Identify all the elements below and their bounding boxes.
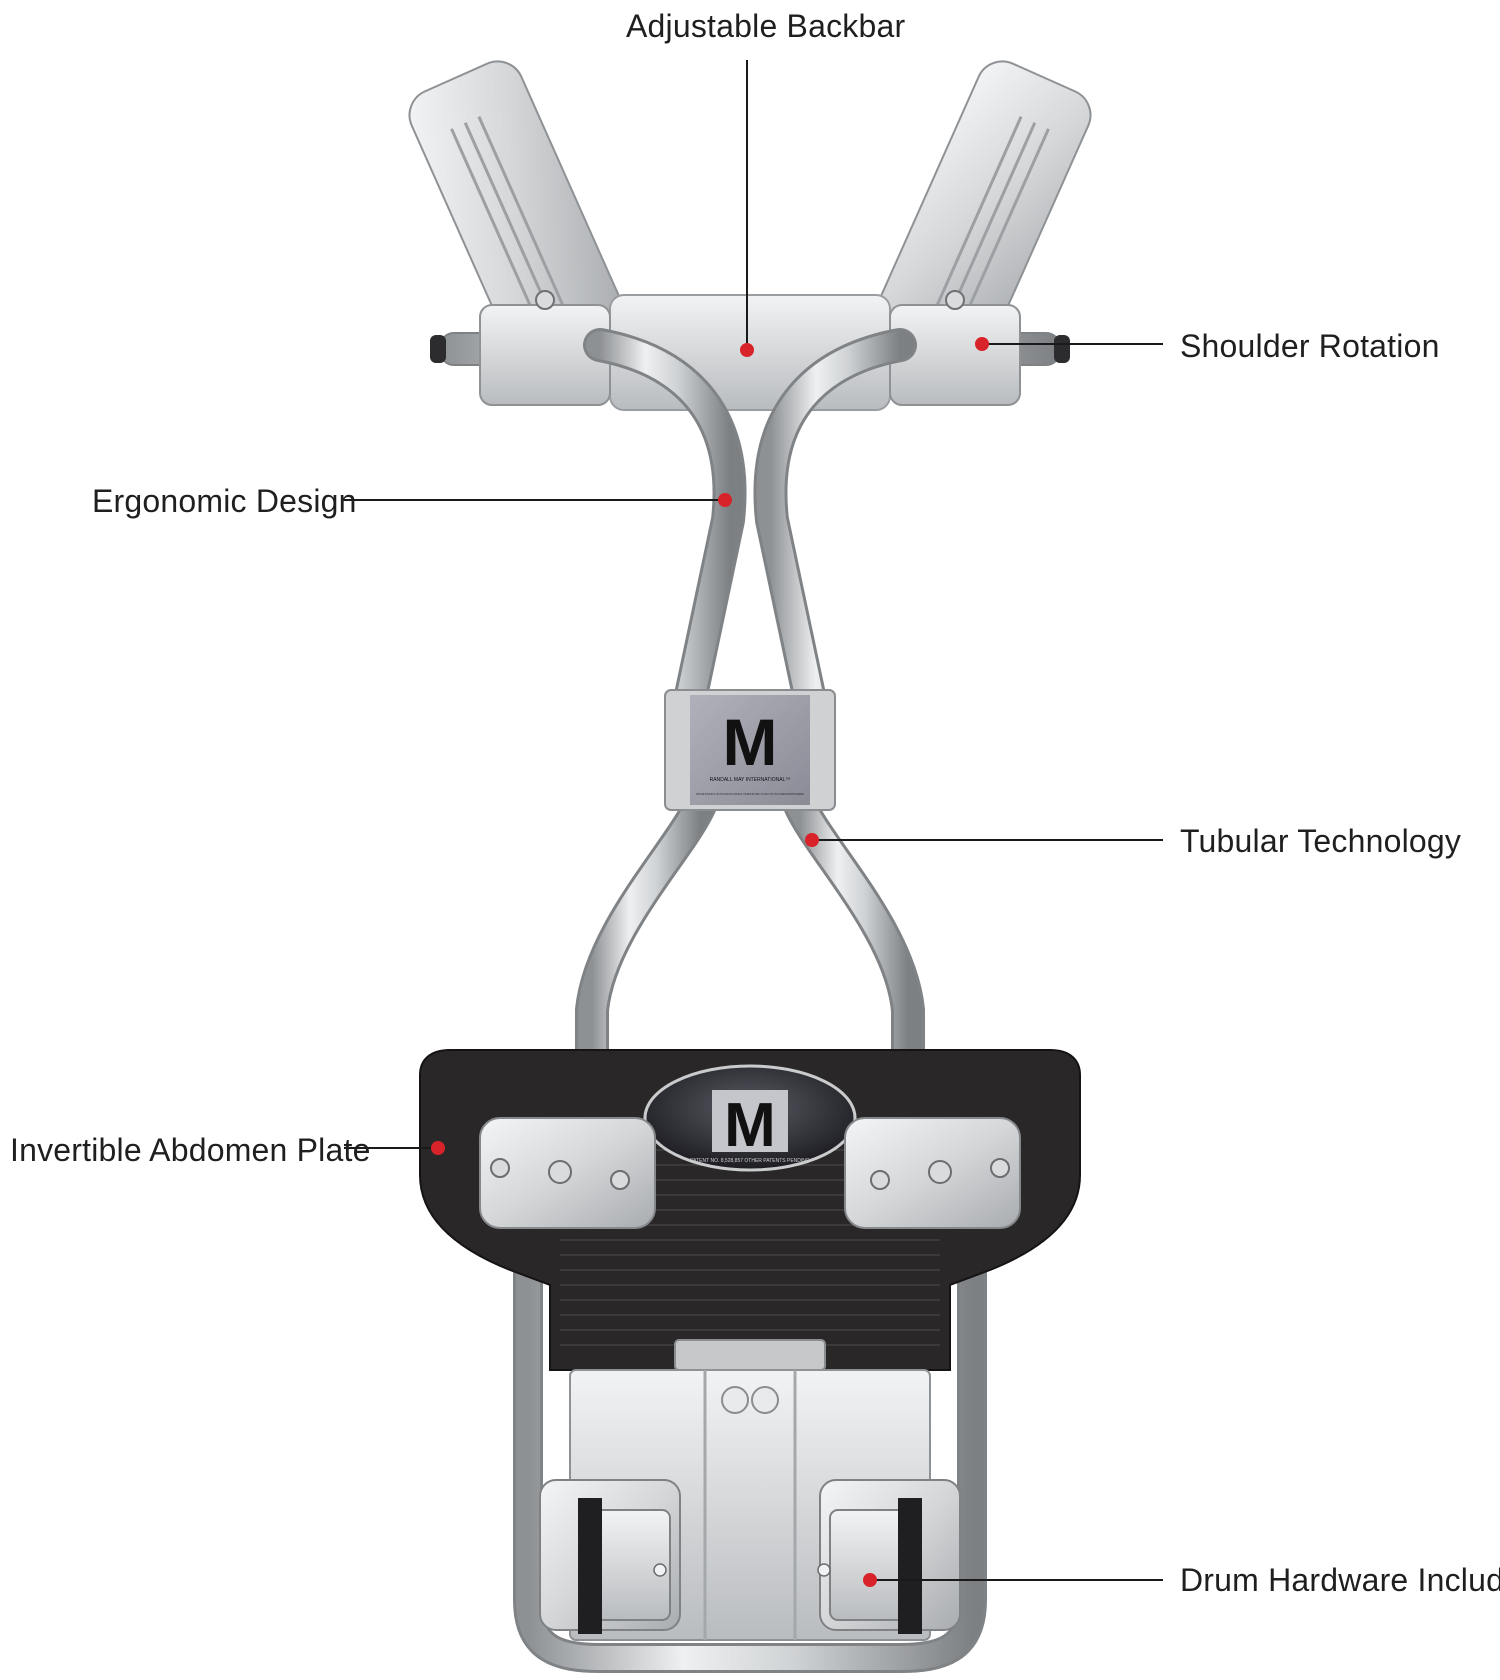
badge-patent-text: 5,857,482 5,505,357 6,170,730 6,323,407 … <box>696 792 804 796</box>
label-tubular-technology: Tubular Technology <box>1180 823 1462 859</box>
badge-brand-text: RANDALL MAY INTERNATIONAL™ <box>710 777 791 783</box>
badge-logo-letter: M <box>723 705 778 779</box>
callout-tubular <box>805 833 1163 847</box>
callout-dot-drum <box>863 1573 877 1587</box>
callout-shoulder <box>975 337 1163 351</box>
plate-logo-letter: M <box>724 1091 776 1160</box>
callout-dot-backbar <box>740 343 754 357</box>
label-ergonomic-design: Ergonomic Design <box>92 483 357 519</box>
callout-dot-abdomen <box>431 1141 445 1155</box>
callout-abdomen <box>344 1141 445 1155</box>
callout-dot-ergo <box>718 493 732 507</box>
callout-backbar <box>740 60 754 357</box>
frame-tubes <box>513 328 987 1673</box>
label-adjustable-backbar: Adjustable Backbar <box>626 8 906 44</box>
label-drum-hardware-included: Drum Hardware Included <box>1180 1562 1500 1598</box>
callout-dot-shoulder <box>975 337 989 351</box>
drum-hardware <box>539 1339 961 1641</box>
callout-ergo <box>344 493 732 507</box>
right-shoulder-pad <box>878 60 1092 360</box>
callout-dot-tubular <box>805 833 819 847</box>
callout-drum <box>863 1573 1163 1587</box>
plate-patent-text: PATENT NO. 8,528,857 OTHER PATENTS PENDI… <box>690 1158 810 1164</box>
label-shoulder-rotation: Shoulder Rotation <box>1180 328 1440 364</box>
label-invertible-abdomen-plate: Invertible Abdomen Plate <box>10 1132 371 1168</box>
center-badge: M RANDALL MAY INTERNATIONAL™ 5,857,482 5… <box>664 689 836 811</box>
plate-clamps <box>479 1117 1021 1229</box>
